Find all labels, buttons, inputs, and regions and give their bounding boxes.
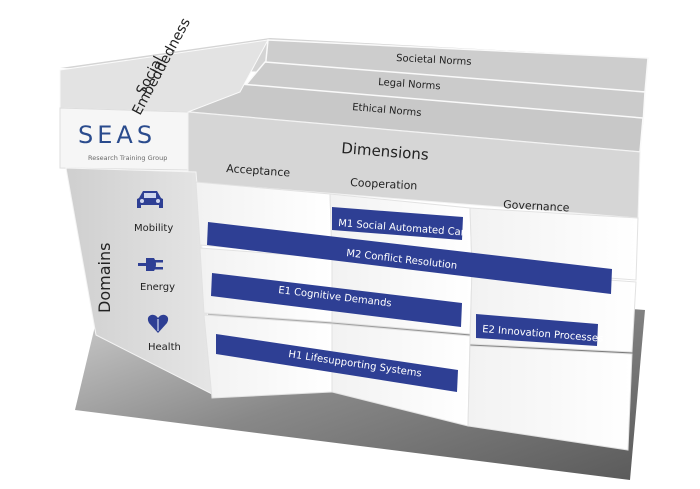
dimension-governance: Governance: [503, 198, 570, 214]
bar-e2: [476, 314, 598, 346]
plug-icon: [138, 258, 163, 271]
domain-energy: Energy: [140, 282, 175, 293]
car-icon: [137, 191, 163, 208]
domain-mobility: Mobility: [134, 223, 173, 234]
social-embeddedness-block: [59, 39, 269, 113]
seas-logo: SEAS: [78, 121, 156, 149]
dimension-cooperation: Cooperation: [350, 176, 418, 193]
dimension-acceptance: Acceptance: [226, 162, 291, 179]
cell-governance-health: [467, 345, 633, 451]
domain-health: Health: [148, 342, 181, 353]
heart-icon: [147, 314, 169, 333]
domains-title: Domains: [95, 243, 114, 313]
norm-label-legal: Legal Norms: [378, 77, 441, 92]
bar-e1: [211, 273, 462, 327]
bar-m1: [332, 207, 463, 240]
bar-h1: [216, 334, 458, 392]
norm-label-societal: Societal Norms: [396, 53, 472, 68]
bar-m2: [207, 222, 612, 294]
seas-logo-subtitle: Research Training Group: [88, 154, 167, 162]
